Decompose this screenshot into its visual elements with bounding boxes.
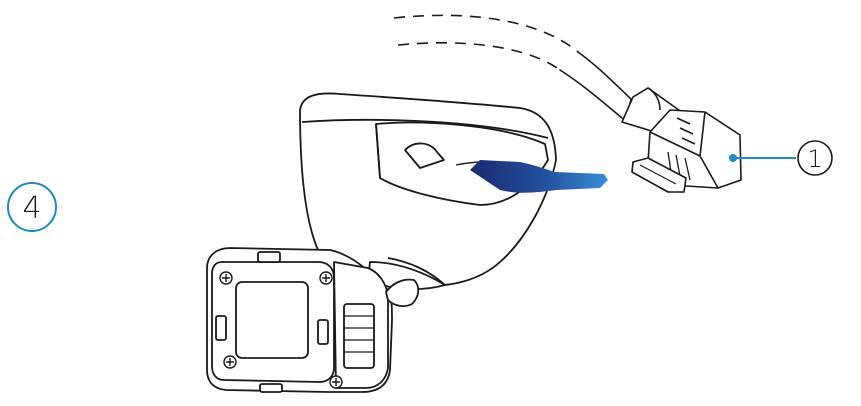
- screw-top-right: [319, 271, 333, 285]
- callout-1: 1: [729, 140, 833, 176]
- mounting-plate: [206, 247, 420, 393]
- cable-route-dashes: [393, 14, 579, 71]
- plate-screws: [219, 271, 343, 389]
- cable-connector: [631, 109, 742, 193]
- screw-bottom-left: [223, 355, 237, 369]
- step-number-badge: 4: [7, 182, 57, 232]
- screw-top-left: [219, 271, 233, 285]
- insertion-arrow: [470, 160, 608, 193]
- screw-bottom-right: [329, 375, 343, 389]
- power-cable: [559, 51, 633, 123]
- step-number-label: 4: [22, 191, 41, 226]
- callout-1-label: 1: [807, 145, 822, 173]
